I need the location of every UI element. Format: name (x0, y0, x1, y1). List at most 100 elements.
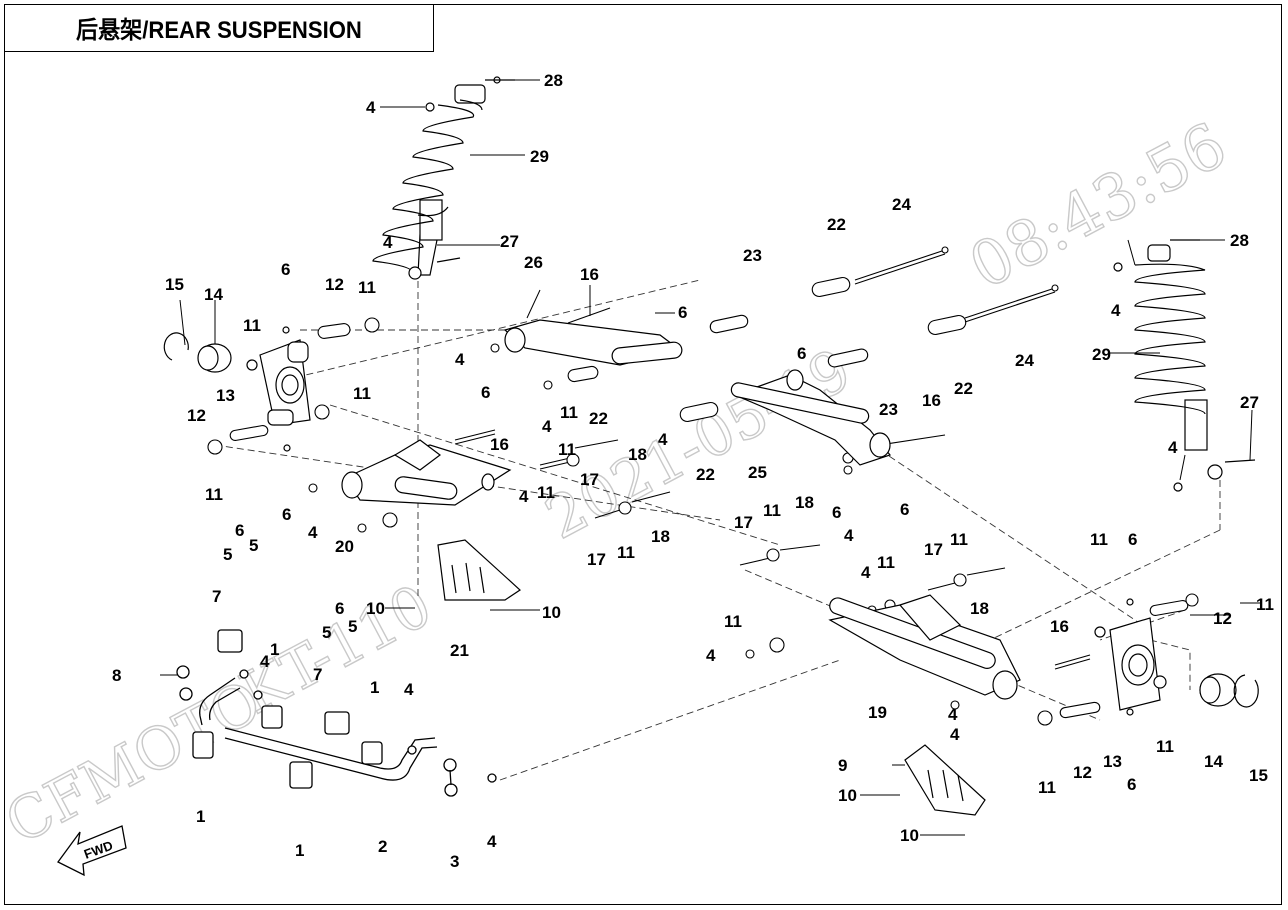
callout: 6 (335, 599, 344, 618)
callout: 10 (366, 599, 385, 618)
callout: 23 (743, 246, 762, 265)
callout: 15 (1249, 766, 1268, 785)
title-box: 后悬架/REAR SUSPENSION (4, 4, 434, 52)
callout: 12 (187, 406, 206, 425)
callout: 3 (450, 852, 459, 871)
callout: 6 (1127, 775, 1136, 794)
callout: 22 (589, 409, 608, 428)
assembly-lines (214, 270, 1221, 781)
right-shock-absorber (1113, 239, 1256, 492)
callout: 20 (335, 537, 354, 556)
callout: 6 (797, 344, 806, 363)
callout: 15 (165, 275, 184, 294)
callout: 6 (281, 260, 290, 279)
callout: 4 (366, 98, 376, 117)
watermark: CFMOTO KT-110 2021-05-19 08:43:56 (0, 107, 1239, 858)
callout: 4 (861, 563, 871, 582)
callout: 7 (212, 587, 221, 606)
callout: 11 (558, 440, 576, 459)
callout: 4 (260, 652, 270, 671)
callout: 16 (922, 391, 941, 410)
callout: 11 (1038, 778, 1056, 797)
callout: 13 (1103, 752, 1122, 771)
callout: 11 (537, 483, 555, 502)
callout: 25 (748, 463, 767, 482)
callout: 5 (348, 617, 357, 636)
callout: 4 (950, 725, 960, 744)
callout: 21 (450, 641, 469, 660)
callout: 17 (734, 513, 753, 532)
callout: 29 (530, 147, 549, 166)
callout: 1 (370, 678, 379, 697)
callout: 4 (1168, 438, 1178, 457)
callout: 4 (1111, 301, 1121, 320)
callout: 22 (954, 379, 973, 398)
callout: 4 (404, 680, 414, 699)
watermark-brand: CFMOTO (0, 667, 272, 857)
callout: 27 (500, 232, 519, 251)
callout: 14 (204, 285, 223, 304)
callout: 4 (658, 430, 668, 449)
callout: 11 (1090, 530, 1108, 549)
callout: 4 (519, 487, 529, 506)
callout: 12 (1213, 609, 1232, 628)
callout: 4 (948, 705, 958, 724)
callout: 1 (196, 807, 205, 826)
callout: 29 (1092, 345, 1111, 364)
callout: 6 (235, 521, 244, 540)
callout: 11 (1156, 737, 1174, 756)
callout: 5 (249, 536, 258, 555)
callout: 16 (490, 435, 509, 454)
callout-labels: 28 4 29 4 27 26 16 6 15 14 6 12 11 11 13… (112, 71, 1274, 871)
callout: 18 (628, 445, 647, 464)
callout: 4 (487, 832, 497, 851)
callout: 1 (295, 841, 304, 860)
callout: 2 (378, 837, 387, 856)
callout: 18 (651, 527, 670, 546)
diagram-frame (4, 4, 1282, 905)
callout: 11 (763, 501, 781, 520)
callout: 22 (696, 465, 715, 484)
callout: 11 (560, 403, 578, 422)
left-lower-a-arm (341, 439, 512, 506)
callout: 23 (879, 400, 898, 419)
callout: 27 (1240, 393, 1259, 412)
callout: 10 (900, 826, 919, 845)
callout: 26 (524, 253, 543, 272)
callout: 19 (868, 703, 887, 722)
callout: 17 (580, 470, 599, 489)
callout: 11 (617, 543, 635, 562)
callout: 14 (1204, 752, 1223, 771)
right-skid-guard (904, 744, 986, 816)
callout: 18 (795, 493, 814, 512)
callout: 4 (844, 526, 854, 545)
callout: 28 (544, 71, 563, 90)
callout: 17 (924, 540, 943, 559)
callout: 10 (838, 786, 857, 805)
forward-direction-arrow: FWD (57, 825, 127, 877)
callout: 4 (383, 233, 393, 252)
callout: 7 (313, 665, 322, 684)
watermark-time: 08:43:56 (958, 108, 1238, 303)
callout: 11 (950, 530, 968, 549)
callout: 13 (216, 386, 235, 405)
rods-and-bolts (207, 246, 1199, 726)
callout: 11 (243, 316, 261, 335)
callout: 10 (542, 603, 561, 622)
callout: 6 (282, 505, 291, 524)
callout: 11 (205, 485, 223, 504)
callout: 5 (322, 623, 331, 642)
page-title: 后悬架/REAR SUSPENSION (76, 17, 362, 44)
right-upper-a-arm (730, 369, 892, 466)
callout: 18 (970, 599, 989, 618)
callout: 4 (455, 350, 465, 369)
callout: 12 (325, 275, 344, 294)
watermark-model: KT-110 (230, 571, 443, 727)
callout: 9 (838, 756, 847, 775)
callout: 24 (1015, 351, 1034, 370)
left-hub-knuckle (163, 326, 311, 452)
callout: 17 (587, 550, 606, 569)
callout: 24 (892, 195, 911, 214)
right-hub-knuckle (1094, 598, 1259, 716)
callout: 11 (353, 384, 371, 403)
